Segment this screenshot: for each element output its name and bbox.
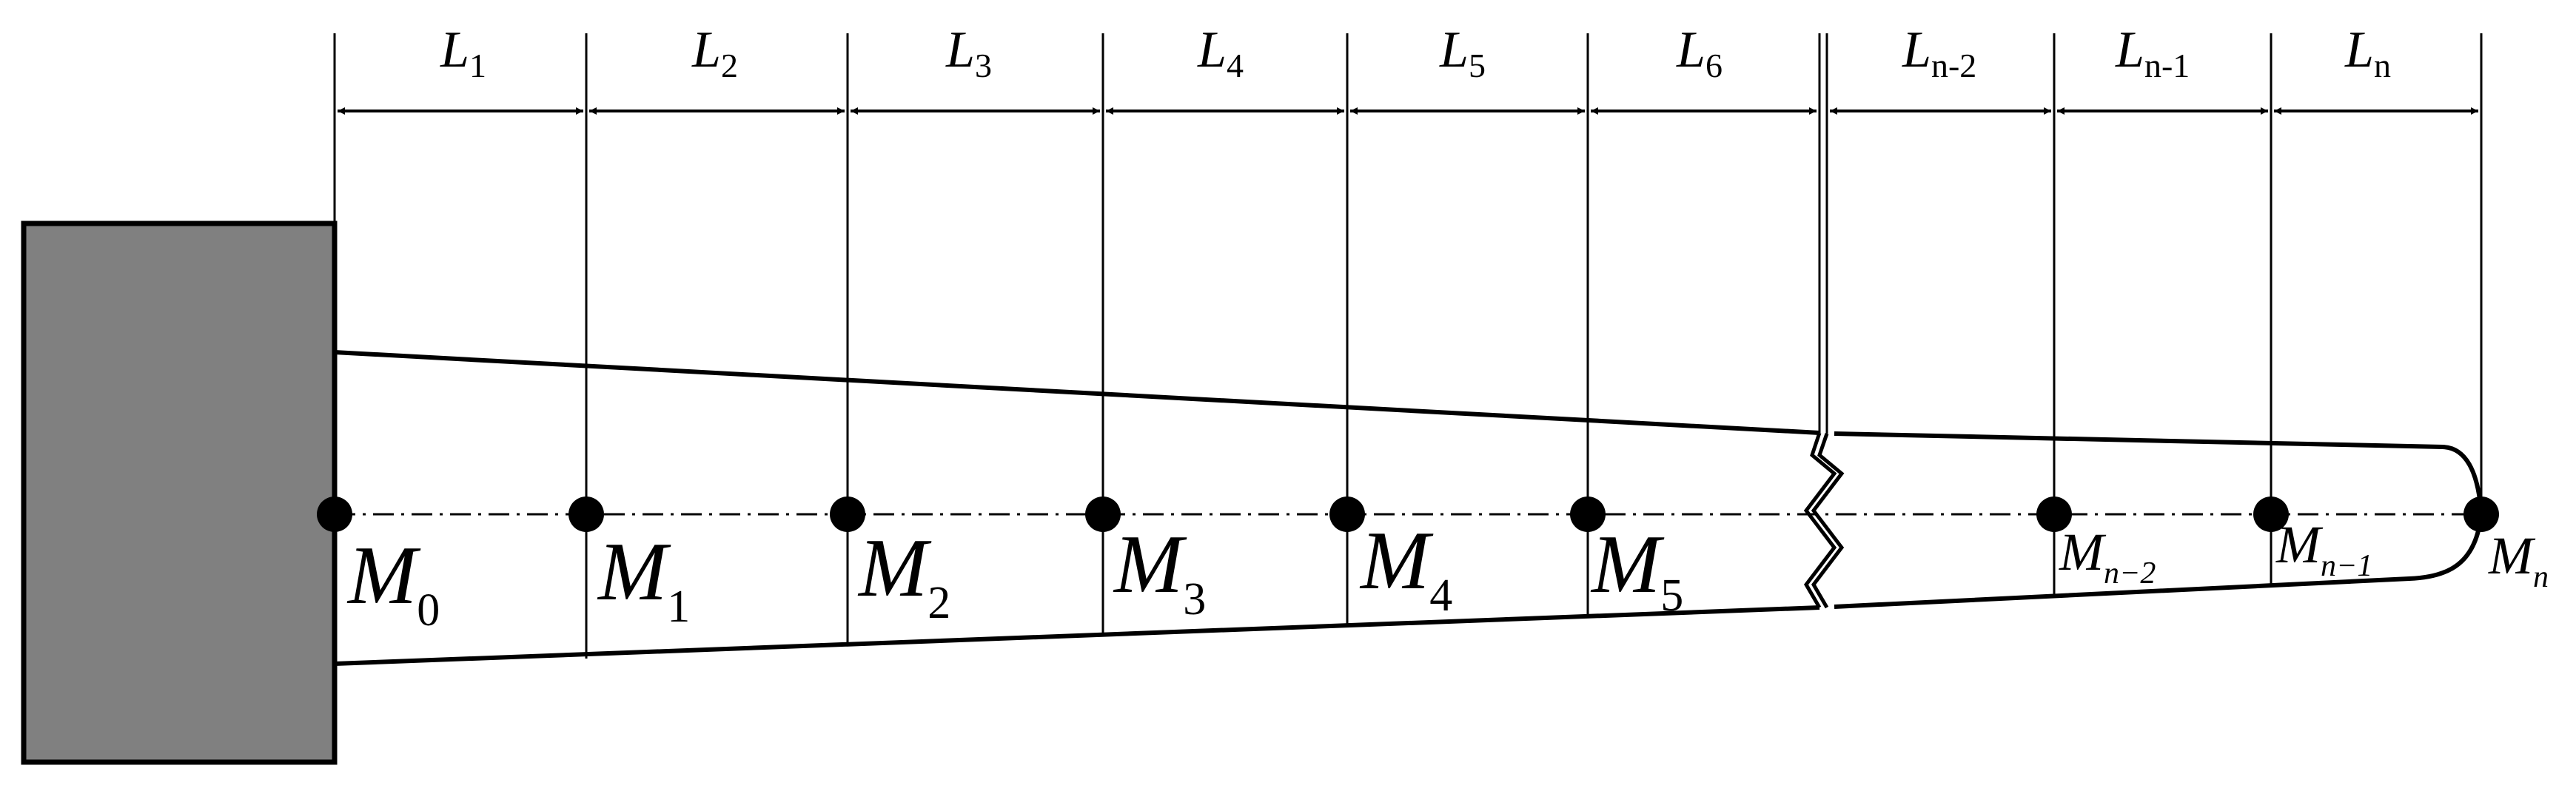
dim-label-n1: Ln-1 [2115,21,2190,84]
dimension-labels: L1 L2 L3 L4 L5 L6 Ln-2 Ln-1 Ln [440,21,2391,84]
dim-label-5: L5 [1439,21,1486,84]
point-label-m3: M3 [1113,519,1206,625]
dim-label-1: L1 [440,21,486,84]
point-label-mn: Mn [2488,526,2549,594]
point-m1 [568,497,604,532]
dim-label-6: L6 [1676,21,1723,84]
point-m2 [830,497,865,532]
beam-top-edge-left [334,350,1820,435]
extension-lines [333,33,2483,659]
break-symbol-2 [1811,433,1845,609]
beam-top-edge-right [1834,431,2483,515]
point-mn2 [2036,497,2072,532]
point-label-m2: M2 [857,522,950,628]
point-m3 [1085,497,1121,532]
dim-label-2: L2 [691,21,738,84]
point-mn [2463,497,2499,532]
beam-bottom-edge-left [334,605,1820,666]
point-label-m5: M5 [1590,519,1683,621]
beam-bottom-edge-right [1834,514,2483,609]
dim-label-4: L4 [1197,21,1244,84]
dim-label-n: Ln [2344,21,2391,84]
point-label-mn1: Mn−1 [2275,515,2372,583]
point-label-mn2: Mn−2 [2059,522,2156,590]
point-m0 [317,497,352,532]
break-symbol [1803,432,1837,609]
point-mn1 [2253,497,2289,532]
point-m5 [1570,497,1606,532]
station-points [317,497,2499,532]
point-m4 [1329,497,1365,532]
point-label-m0: M0 [346,530,440,636]
point-labels: M0 M1 M2 M3 M4 M5 Mn−2 Mn−1 Mn [346,515,2549,636]
dim-label-3: L3 [945,21,992,84]
fixed-support-block [21,221,338,765]
point-label-m4: M4 [1359,515,1452,621]
dim-label-n2: Ln-2 [1902,21,1976,84]
point-label-m1: M1 [597,526,690,632]
